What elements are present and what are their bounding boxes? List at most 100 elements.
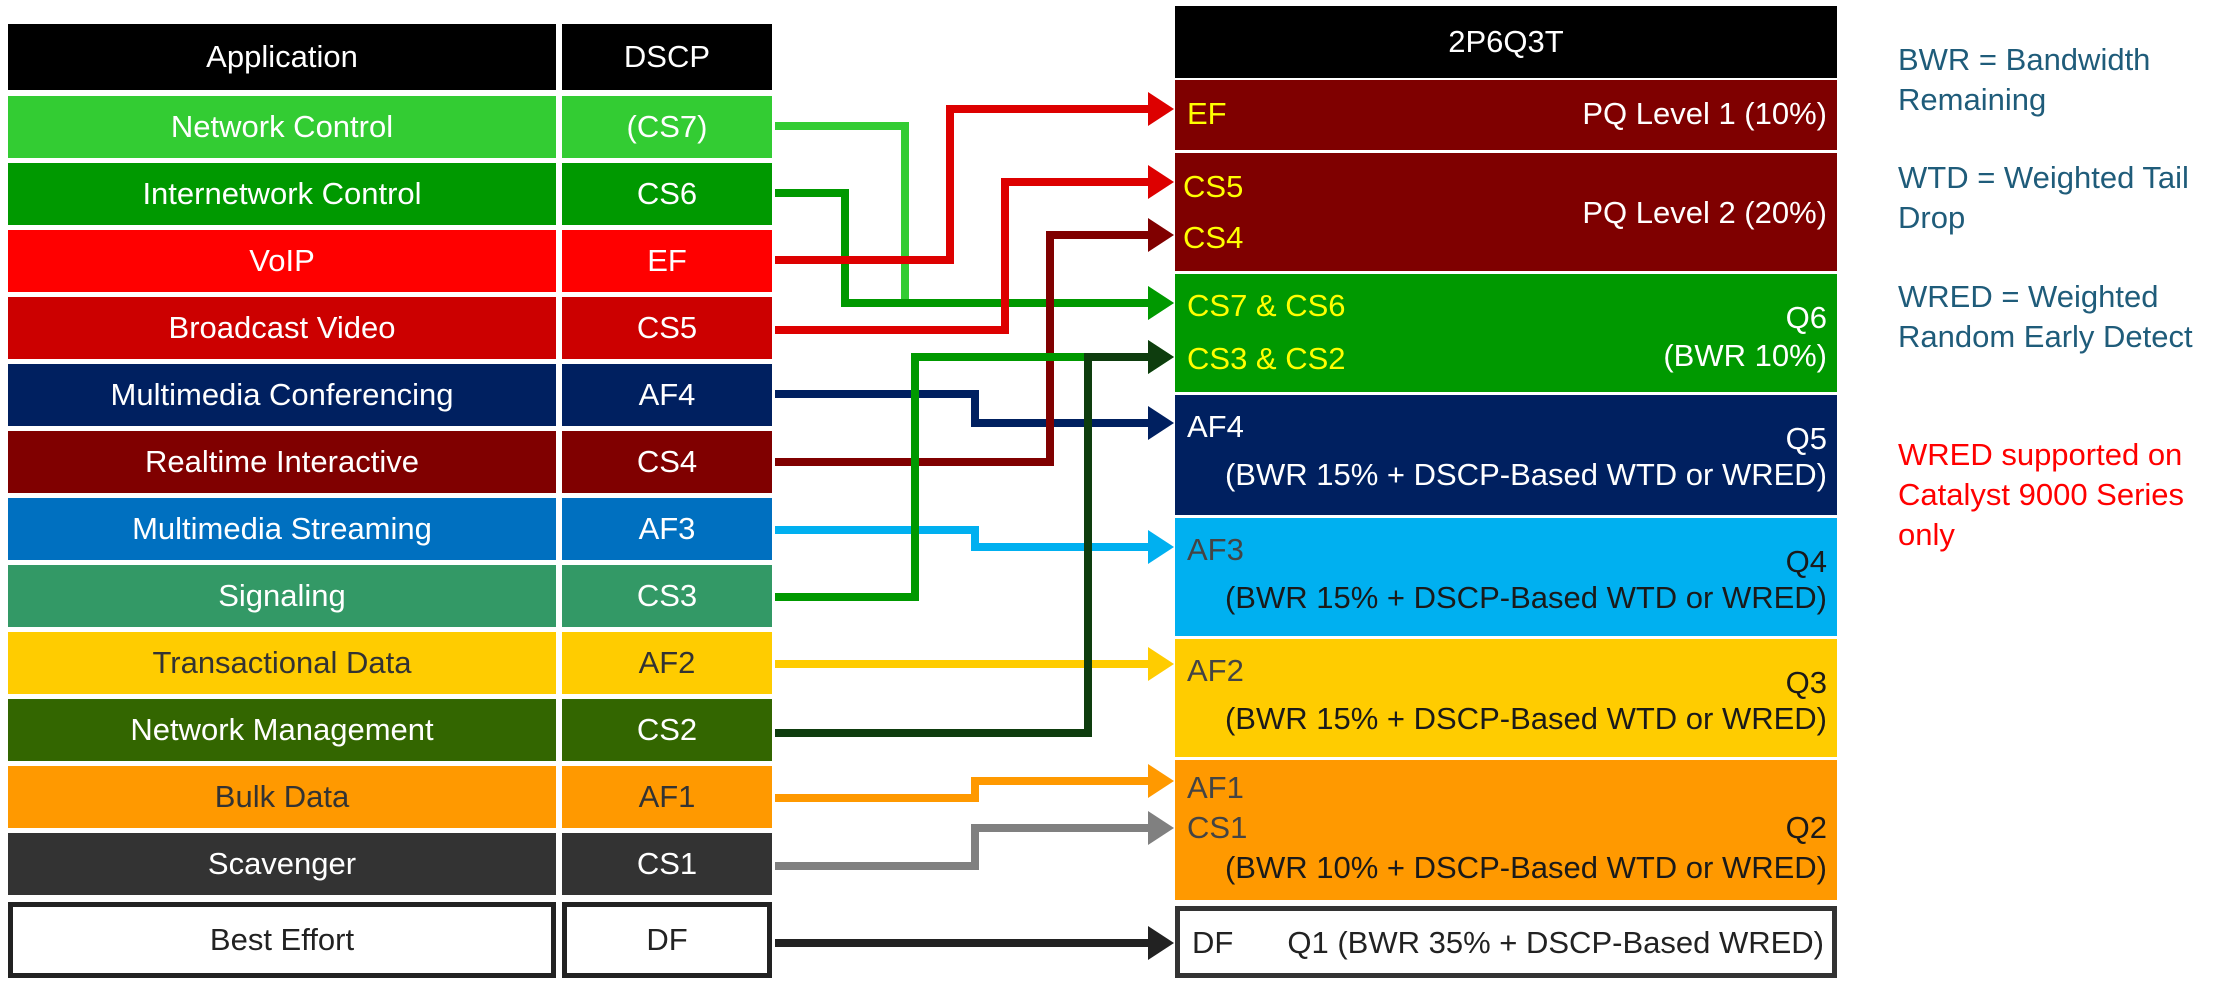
legend-line: WTD = Weighted Tail	[1898, 160, 2189, 195]
arrowhead	[1148, 286, 1174, 320]
queue-detail: (BWR 15% + DSCP-Based WTD or WRED)	[1224, 457, 1827, 492]
application-cell: VoIP	[8, 230, 556, 292]
queue-mark-af1: AF1	[1187, 770, 1244, 805]
legend-line: WRED = Weighted	[1898, 279, 2159, 314]
arrow-line	[775, 824, 1150, 870]
application-cell: Internetwork Control	[8, 163, 556, 225]
arrow-cs7-to-q6	[775, 122, 1174, 320]
queue-name: Q6	[1785, 300, 1827, 335]
queue-q2: AF1 CS1 Q2 (BWR 10% + DSCP-Based WTD or …	[1175, 760, 1837, 900]
arrow-line	[775, 189, 1150, 307]
dscp-cell: AF2	[562, 632, 772, 694]
arrow-line	[775, 390, 1150, 427]
queue-q5: AF4 Q5 (BWR 15% + DSCP-Based WTD or WRED…	[1175, 395, 1837, 515]
arrowhead	[1148, 165, 1174, 199]
legend-wtd: WTD = Weighted Tail Drop	[1898, 158, 2189, 238]
queue-mark-cs7-cs6: CS7 & CS6	[1187, 288, 1346, 323]
dscp-cell: AF3	[562, 498, 772, 560]
legend-wred: WRED = Weighted Random Early Detect	[1898, 277, 2193, 357]
legend-line: BWR = Bandwidth	[1898, 42, 2151, 77]
arrow-line	[775, 178, 1150, 334]
queue-label: PQ Level 1 (10%)	[1582, 96, 1827, 131]
arrow-af2-to-q3	[775, 647, 1174, 681]
application-cell: Realtime Interactive	[8, 431, 556, 493]
queue-detail: (BWR 15% + DSCP-Based WTD or WRED)	[1224, 580, 1827, 615]
dscp-cell: CS4	[562, 431, 772, 493]
application-cell: Multimedia Conferencing	[8, 364, 556, 426]
queue-label: Q1 (BWR 35% + DSCP-Based WRED)	[1287, 925, 1824, 960]
queue-mark-df: DF	[1192, 925, 1234, 960]
queue-mark-cs3-cs2: CS3 & CS2	[1187, 341, 1346, 376]
legend-line: Random Early Detect	[1898, 319, 2193, 354]
queue-name: Q2	[1785, 810, 1827, 845]
arrow-line	[775, 231, 1150, 466]
dscp-cell: DF	[562, 902, 772, 978]
queue-mark-af3: AF3	[1187, 532, 1244, 567]
queue-q1: DF Q1 (BWR 35% + DSCP-Based WRED)	[1175, 906, 1837, 978]
application-cell: Network Management	[8, 699, 556, 761]
arrow-ef-to-pq1	[775, 92, 1174, 264]
application-cell: Bulk Data	[8, 766, 556, 828]
arrow-af1-to-q2	[775, 764, 1174, 802]
queue-label: PQ Level 2 (20%)	[1582, 195, 1827, 230]
arrow-af4-to-q5	[775, 390, 1174, 440]
dscp-header: DSCP	[562, 24, 772, 90]
queue-name: Q4	[1785, 544, 1827, 579]
legend-line: only	[1898, 517, 1955, 552]
arrowhead	[1148, 340, 1174, 374]
arrow-line	[775, 526, 1150, 551]
application-cell: Network Control	[8, 96, 556, 158]
arrow-af3-to-q4	[775, 526, 1174, 564]
queue-mark-af4: AF4	[1187, 409, 1244, 444]
legend-line: Remaining	[1898, 82, 2047, 117]
dscp-cell: CS2	[562, 699, 772, 761]
queue-mark-cs5: CS5	[1183, 169, 1244, 204]
application-cell: Multimedia Streaming	[8, 498, 556, 560]
arrow-cs2-to-q6	[775, 340, 1174, 737]
arrowhead	[1148, 92, 1174, 126]
dscp-cell: CS5	[562, 297, 772, 359]
arrowhead	[1148, 530, 1174, 564]
arrow-line	[775, 777, 1150, 802]
arrow-df-to-q1	[775, 926, 1174, 960]
legend-line: WRED supported on	[1898, 437, 2183, 472]
legend-bwr: BWR = Bandwidth Remaining	[1898, 40, 2150, 120]
legend-line: Drop	[1898, 200, 1966, 235]
queue-structure-header: 2P6Q3T	[1175, 6, 1837, 78]
application-header: Application	[8, 24, 556, 90]
queue-detail: (BWR 10%)	[1663, 338, 1827, 373]
arrow-cs3-to-q6	[775, 340, 1174, 601]
application-cell: Best Effort	[8, 902, 556, 978]
arrow-cs6-to-q6	[775, 189, 1174, 320]
dscp-cell: CS6	[562, 163, 772, 225]
queue-name: Q5	[1785, 421, 1827, 456]
arrowhead	[1148, 764, 1174, 798]
arrowhead	[1148, 218, 1174, 252]
arrowhead	[1148, 647, 1174, 681]
arrow-line	[775, 353, 1150, 737]
queue-mark-cs1: CS1	[1187, 810, 1248, 845]
queue-q4: AF3 Q4 (BWR 15% + DSCP-Based WTD or WRED…	[1175, 518, 1837, 636]
arrow-line	[775, 353, 1150, 601]
arrow-cs5-to-pq2	[775, 165, 1174, 334]
queue-mark-ef: EF	[1187, 96, 1227, 131]
dscp-cell: CS1	[562, 833, 772, 895]
queue-q6: CS7 & CS6 CS3 & CS2 Q6 (BWR 10%)	[1175, 274, 1837, 392]
dscp-cell: AF1	[562, 766, 772, 828]
application-cell: Transactional Data	[8, 632, 556, 694]
dscp-cell: AF4	[562, 364, 772, 426]
arrow-line	[775, 105, 1150, 264]
queue-q3: AF2 Q3 (BWR 15% + DSCP-Based WTD or WRED…	[1175, 639, 1837, 757]
queue-detail: (BWR 10% + DSCP-Based WTD or WRED)	[1224, 850, 1827, 885]
dscp-cell: (CS7)	[562, 96, 772, 158]
queue-pq-level-2: CS5 CS4 PQ Level 2 (20%)	[1175, 153, 1837, 271]
queue-detail: (BWR 15% + DSCP-Based WTD or WRED)	[1224, 701, 1827, 736]
arrowhead	[1148, 811, 1174, 845]
legend-line: Catalyst 9000 Series	[1898, 477, 2185, 512]
application-cell: Signaling	[8, 565, 556, 627]
dscp-cell: CS3	[562, 565, 772, 627]
legend-wred-support-note: WRED supported on Catalyst 9000 Series o…	[1898, 435, 2184, 555]
arrowhead	[1148, 926, 1174, 960]
queue-pq-level-1: EF PQ Level 1 (10%)	[1175, 80, 1837, 150]
queue-name: Q3	[1785, 665, 1827, 700]
